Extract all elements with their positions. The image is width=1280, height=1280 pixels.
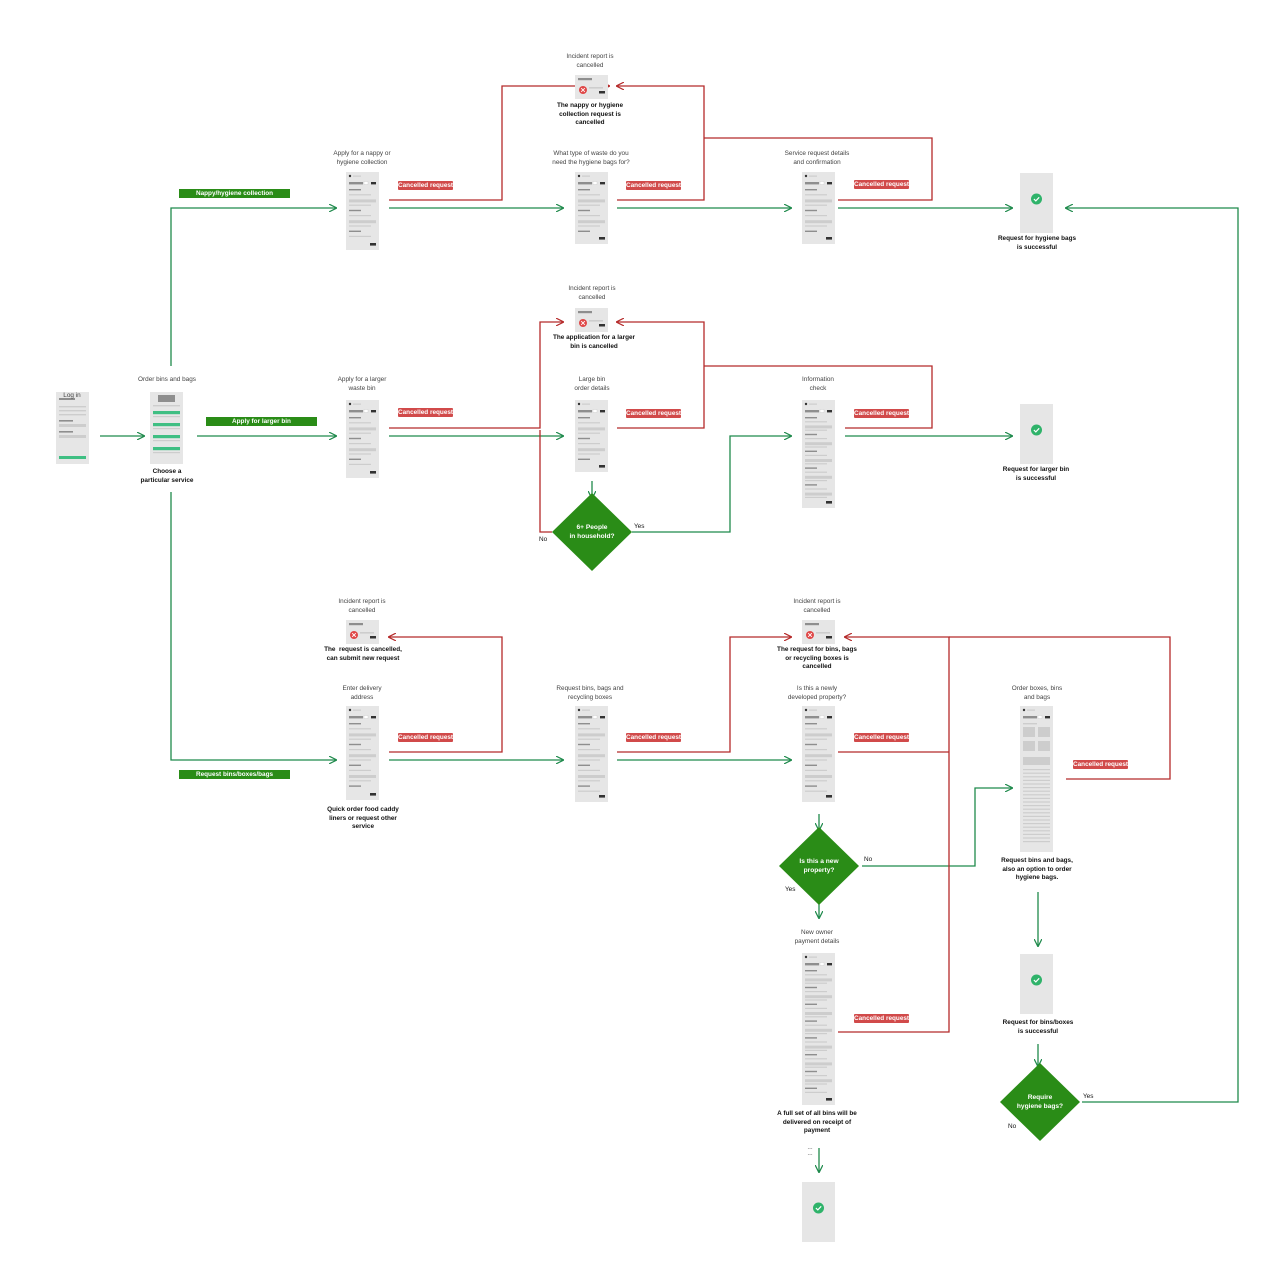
decision-label-require-hygiene: Require hygiene bags? xyxy=(1016,1094,1064,1110)
answer-require-yes: Yes xyxy=(1083,1093,1094,1100)
cancel-label-newly: Cancelled request xyxy=(854,733,910,742)
cancel-label-request: Cancelled request xyxy=(626,733,682,742)
decision-people xyxy=(552,493,632,571)
cancel-request xyxy=(617,637,791,753)
caption-incident-3: The request is cancelled, can submit new… xyxy=(324,646,402,662)
screen-order-bins xyxy=(150,392,183,464)
cancel-label-delivery: Cancelled request xyxy=(398,733,454,742)
cancel-check xyxy=(704,365,933,429)
screen-apply-nappy xyxy=(346,172,379,250)
caption-payment-ellipsis: ... ... xyxy=(807,1144,813,1157)
label-incident-2: Incident report is cancelled xyxy=(568,285,616,301)
screen-information-check xyxy=(802,400,835,508)
screen-incident-3 xyxy=(346,620,379,644)
edge-label-nappy: Nappy/hygiene collection xyxy=(179,189,290,198)
cancel-label-nappy: Cancelled request xyxy=(398,181,454,190)
answer-require-no: No xyxy=(1008,1123,1017,1130)
screen-larger-details xyxy=(575,400,608,472)
label-incident-3: Incident report is cancelled xyxy=(338,598,386,614)
decision-label-people: 6+ People in household? xyxy=(569,524,615,540)
decision-new-property xyxy=(779,827,859,905)
label-request-boxes: Request bins, bags and recycling boxes xyxy=(556,685,624,701)
label-delivery-address: Enter delivery address xyxy=(342,685,382,701)
decision-label-new-property: Is this a new property? xyxy=(799,858,839,874)
label-order-bins: Order bins and bags xyxy=(138,376,196,383)
label-larger-details: Large bin order details xyxy=(574,376,610,392)
caption-delivery: Quick order food caddy liners or request… xyxy=(327,806,399,831)
cancel-larger xyxy=(389,322,563,429)
answer-people-yes: Yes xyxy=(634,523,645,530)
edge-people-yes xyxy=(632,436,791,533)
screen-delivery-address xyxy=(346,706,379,800)
edge-property-no xyxy=(862,788,1012,867)
edge-label-larger-bin: Apply for larger bin xyxy=(206,417,317,426)
screen-hygiene-success xyxy=(1020,173,1053,233)
answer-property-yes: Yes xyxy=(785,886,796,893)
screen-incident-1 xyxy=(575,75,608,99)
label-incident-4: Incident report is cancelled xyxy=(793,598,841,614)
label-information-check: Information check xyxy=(802,376,834,392)
caption-incident-2: The application for a larger bin is canc… xyxy=(552,334,636,350)
cancel-label-boxes: Cancelled request xyxy=(1073,760,1129,769)
cancel-boxes xyxy=(949,636,1171,780)
answer-people-no: No xyxy=(539,536,548,543)
edge-order-to-request xyxy=(170,492,336,760)
caption-payment: A full set of all bins will be delivered… xyxy=(777,1110,857,1135)
label-service-details: Service request details and confirmation xyxy=(784,150,850,166)
caption-larger-success: Request for larger bin is successful xyxy=(1002,466,1070,482)
screen-final-success xyxy=(802,1182,835,1242)
screen-newly-developed xyxy=(802,706,835,802)
screen-incident-4 xyxy=(802,620,835,644)
cancel-label-waste: Cancelled request xyxy=(626,181,682,190)
cancel-delivery xyxy=(389,637,503,753)
screen-waste-type xyxy=(575,172,608,244)
cancel-payment xyxy=(838,637,950,1033)
label-incident-1: Incident report is cancelled xyxy=(566,53,614,69)
edge-require-yes xyxy=(1066,208,1239,1103)
answer-property-no: No xyxy=(864,856,873,863)
label-newly-developed: Is this a newly developed property? xyxy=(787,685,847,701)
label-log-in: Log in xyxy=(63,392,81,399)
label-apply-nappy: Apply for a nappy or hygiene collection xyxy=(333,150,391,166)
caption-order-boxes: Request bins and bags, also an option to… xyxy=(1001,857,1073,882)
cancel-waste xyxy=(617,86,705,201)
caption-hygiene-success: Request for hygiene bags is successful xyxy=(997,235,1077,251)
label-new-owner-payment: New owner payment details xyxy=(794,929,840,945)
label-order-boxes: Order boxes, bins and bags xyxy=(1011,685,1063,701)
screen-apply-larger xyxy=(346,400,379,478)
cancel-label-service: Cancelled request xyxy=(854,180,910,189)
caption-order-bins: Choose a particular service xyxy=(140,468,194,484)
screen-incident-2 xyxy=(575,308,608,332)
edge-order-to-nappy xyxy=(170,208,336,366)
cancel-nappy xyxy=(389,86,609,201)
caption-incident-4: The request for bins, bags or recycling … xyxy=(777,646,857,671)
screen-bins-success xyxy=(1020,954,1053,1014)
screen-larger-success xyxy=(1020,404,1053,464)
decision-require-hygiene xyxy=(1000,1063,1080,1141)
cancel-label-larger: Cancelled request xyxy=(398,408,454,417)
label-waste-type: What type of waste do you need the hygie… xyxy=(552,150,630,166)
cancel-label-details: Cancelled request xyxy=(626,409,682,418)
edge-label-request-bins: Request bins/boxes/bags xyxy=(179,770,290,779)
label-apply-larger: Apply for a larger waste bin xyxy=(337,376,387,392)
cancel-details xyxy=(617,322,705,429)
cancel-people-no xyxy=(539,430,552,533)
screen-new-owner-payment xyxy=(802,953,835,1105)
screen-log-in xyxy=(56,392,89,464)
cancel-service xyxy=(704,137,933,201)
cancel-label-payment: Cancelled request xyxy=(854,1014,910,1023)
cancel-label-check: Cancelled request xyxy=(854,409,910,418)
screen-request-boxes xyxy=(575,706,608,802)
caption-bins-success: Request for bins/boxes is successful xyxy=(1002,1019,1074,1035)
screen-order-boxes xyxy=(1020,706,1053,852)
caption-incident-1: The nappy or hygiene collection request … xyxy=(556,102,624,127)
screen-service-details xyxy=(802,172,835,244)
